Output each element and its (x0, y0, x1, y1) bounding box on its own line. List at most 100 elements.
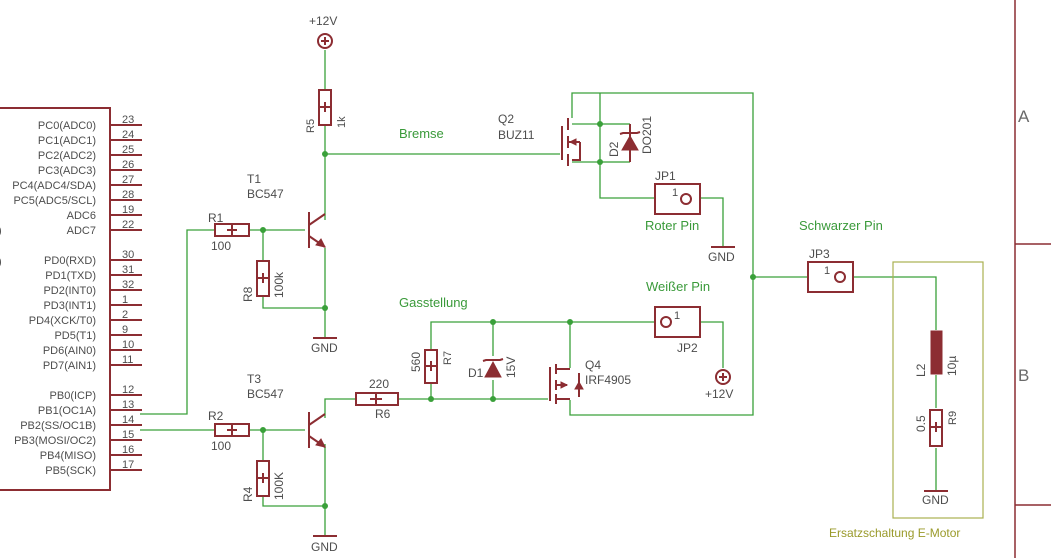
d1-name: D1 (468, 366, 484, 380)
mcu-pin-number: 24 (122, 129, 134, 141)
mcu-pin-label: PC1(ADC1) (38, 135, 96, 147)
jumper-jp2: 1 JP2 (654, 306, 701, 355)
r8-name: R8 (241, 286, 255, 302)
resistor-r6: 220 R6 (355, 377, 399, 421)
diode-d2: D2 DO201 (607, 116, 654, 162)
r5-value: 1k (336, 116, 348, 128)
l2-name: L2 (914, 363, 928, 377)
mcu-pin-number: 2 (122, 309, 128, 321)
mcu-pin-label: PD1(TXD) (45, 270, 96, 282)
motor-equivalent-group: Ersatzschaltung E-Motor (829, 261, 984, 540)
mcu-pin-label: PB1(OC1A) (38, 405, 96, 417)
mcu-pin-label: PD7(AIN1) (43, 360, 96, 372)
gnd-symbol-t1: GND (311, 337, 338, 355)
r1-name: R1 (208, 211, 224, 225)
t1-value: BC547 (247, 187, 284, 201)
mcu-pin-number: 32 (122, 279, 134, 291)
gnd-symbol-jp1: GND (708, 246, 735, 264)
resistor-r2: R2 100 (208, 409, 250, 453)
gnd-label: GND (922, 493, 949, 507)
jp2-pin: 1 (674, 310, 680, 322)
mcu-pin-number: 19 (122, 204, 134, 216)
transistor-t3: T3 BC547 (247, 372, 326, 448)
r7-value: 560 (409, 352, 423, 372)
gnd-label: GND (311, 540, 338, 554)
group-label: Ersatzschaltung E-Motor (829, 526, 960, 540)
mcu-pin-label: PC4(ADC4/SDA) (12, 180, 96, 192)
d1-value: 15V (504, 357, 518, 378)
net-label-weisser-pin: Weißer Pin (646, 279, 710, 294)
resistor-r9: 0.5 R9 (914, 409, 959, 447)
mcu-pin-label: PD6(AIN0) (43, 345, 96, 357)
mcu-pin-label: PB2(SS/OC1B) (20, 420, 96, 432)
r7-name: R7 (442, 351, 454, 365)
mcu-left-mark-1: ) (0, 225, 2, 237)
t3-value: BC547 (247, 387, 284, 401)
net-label-gasstellung: Gasstellung (399, 295, 468, 310)
frame-row-b: B (1018, 366, 1029, 385)
mcu-pin-number: 28 (122, 189, 134, 201)
plus12v-bottom-label: +12V (705, 387, 733, 401)
mcu-pin-number: 9 (122, 324, 128, 336)
jp1-name: JP1 (655, 169, 676, 183)
mcu-pin-label: PC2(ADC2) (38, 150, 96, 162)
r2-name: R2 (208, 409, 224, 423)
gnd-symbol-r9: GND (922, 490, 949, 507)
mcu-pin-number: 13 (122, 399, 134, 411)
diode-d1: D1 15V (468, 357, 518, 380)
net-label-schwarzer-pin: Schwarzer Pin (799, 218, 883, 233)
microcontroller: ) ) (0, 107, 111, 491)
mcu-pin-number: 26 (122, 159, 134, 171)
mcu-pin-number: 1 (122, 294, 128, 306)
mcu-pin-label: PC0(ADC0) (38, 120, 96, 132)
mcu-pin-number: 16 (122, 444, 134, 456)
r4-name: R4 (241, 486, 255, 502)
d2-value: DO201 (640, 116, 654, 154)
mcu-pin-label: PB3(MOSI/OC2) (14, 435, 96, 447)
l2-value: 10µ (945, 356, 959, 376)
resistor-r5: R5 1k (305, 89, 348, 133)
mcu-pin-number: 12 (122, 384, 134, 396)
t1-name: T1 (247, 172, 261, 186)
mosfet-q4: Q4 IRF4905 (549, 358, 631, 404)
mcu-pin-list: PC0(ADC0)23PC1(ADC1)24PC2(ADC2)25PC3(ADC… (12, 114, 142, 477)
net-label-bremse: Bremse (399, 126, 444, 141)
gnd-symbol-t3: GND (311, 535, 338, 554)
mcu-pin-number: 25 (122, 144, 134, 156)
junction-dots (260, 121, 756, 509)
net-label-roter-pin: Roter Pin (645, 218, 699, 233)
plus12v-bottom: +12V (705, 369, 733, 401)
r6-value: 220 (369, 377, 389, 391)
jp1-pin: 1 (672, 187, 678, 199)
plus12v-top-label: +12V (309, 14, 337, 28)
jp3-pin: 1 (824, 265, 830, 277)
q4-value: IRF4905 (585, 373, 631, 387)
t3-name: T3 (247, 372, 261, 386)
frame-row-a: A (1018, 107, 1030, 126)
mcu-pin-label: PC3(ADC3) (38, 165, 96, 177)
gnd-label: GND (311, 341, 338, 355)
mcu-pin-label: PD3(INT1) (43, 300, 96, 312)
mcu-pin-label: PB5(SCK) (45, 465, 96, 477)
mcu-pin-number: 11 (122, 354, 133, 366)
q2-value: BUZ11 (498, 128, 535, 142)
mcu-pin-label: PD4(XCK/T0) (29, 315, 96, 327)
mcu-pin-number: 10 (122, 339, 134, 351)
r4-value: 100K (272, 472, 286, 500)
mcu-pin-number: 15 (122, 429, 134, 441)
wires (140, 50, 937, 535)
mcu-pin-label: ADC7 (67, 225, 96, 237)
mcu-pin-label: PC5(ADC5/SCL) (13, 195, 96, 207)
resistor-r7: 560 R7 (409, 349, 454, 384)
drawing-frame: A B (1014, 0, 1051, 558)
mcu-pin-label: PD5(T1) (54, 330, 96, 342)
mcu-pin-number: 22 (122, 219, 134, 231)
r1-value: 100 (211, 239, 231, 253)
mcu-pin-number: 27 (122, 174, 134, 186)
r5-name: R5 (305, 119, 317, 133)
mcu-left-mark-2: ) (0, 256, 2, 268)
mcu-pin-label: ADC6 (67, 210, 96, 222)
resistor-r4: R4 100K (241, 460, 286, 502)
mcu-pin-label: PB0(ICP) (50, 390, 96, 402)
